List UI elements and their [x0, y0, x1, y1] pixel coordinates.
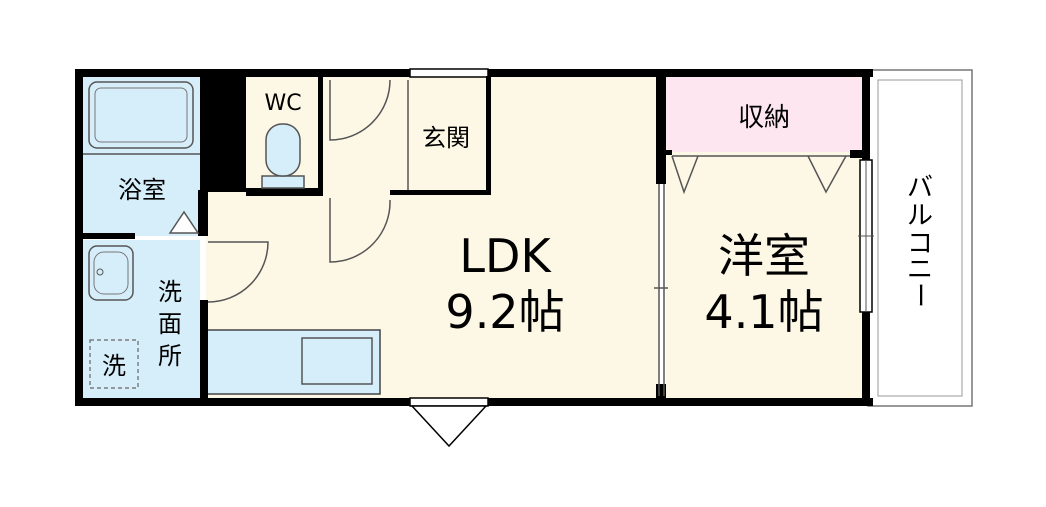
western-size-label: 4.1帖 — [704, 285, 823, 339]
genkan-door-swing — [329, 79, 391, 141]
wall-bath-right — [198, 190, 208, 236]
balcony-inner-line — [877, 79, 963, 397]
kitchen-sink — [301, 337, 373, 385]
entrance-marker — [410, 405, 488, 448]
washer-space — [89, 339, 139, 389]
balcony-label-2: ル — [907, 201, 933, 231]
wall-storage-bottom-right — [850, 150, 862, 158]
washroom-label-3: 所 — [158, 342, 182, 370]
wall-wash-right — [200, 300, 208, 398]
wash-basin — [88, 245, 134, 301]
balcony-label-4: ニ — [907, 255, 933, 285]
washroom-label-1: 洗 — [158, 278, 182, 306]
ldk-size-label: 9.2帖 — [445, 285, 564, 339]
wall-ldk-western — [656, 76, 666, 184]
bathtub-inner — [94, 87, 188, 143]
bathtub — [88, 81, 194, 149]
balcony-label-3: コ — [907, 229, 933, 259]
wall-storage-bottom-left — [666, 150, 672, 155]
wall-bath-wash — [83, 233, 135, 239]
wall-left — [75, 69, 83, 406]
storage-door-fold-right — [807, 155, 847, 194]
ldk-name-label: LDK — [459, 229, 552, 283]
toilet-tank — [261, 175, 305, 189]
wash-basin-inner — [93, 251, 129, 295]
genkan-label: 玄関 — [422, 124, 470, 152]
wall-wc-genkan — [318, 76, 323, 192]
wall-wc-bottom — [246, 188, 323, 196]
storage-label: 収納 — [738, 103, 790, 133]
western-floor — [666, 152, 862, 398]
door-opening-top — [409, 68, 489, 78]
bath-label: 浴室 — [118, 176, 166, 204]
toilet-bowl — [265, 123, 301, 177]
washer-label: 洗 — [102, 352, 126, 380]
storage-door-fold-left — [671, 155, 699, 195]
balcony-area — [867, 69, 973, 407]
wall-genkan-bottom — [390, 190, 490, 195]
washroom-label-2: 面 — [158, 310, 182, 338]
western-name-label: 洋室 — [718, 229, 810, 283]
balcony-label-5: ー — [904, 282, 934, 308]
ldk-door-swing — [329, 198, 391, 263]
balcony-label-1: バ — [907, 173, 933, 203]
wall-ldk-western-low — [656, 384, 666, 398]
window-opening-bottom — [409, 397, 489, 407]
bath-door-marker — [168, 210, 200, 234]
wc-label: WC — [264, 91, 301, 116]
drain-icon — [96, 268, 104, 276]
wash-door-swing — [207, 241, 269, 303]
wall-bath-pipe — [200, 76, 246, 192]
wall-genkan-right — [486, 76, 491, 195]
storage-floor — [666, 76, 862, 152]
